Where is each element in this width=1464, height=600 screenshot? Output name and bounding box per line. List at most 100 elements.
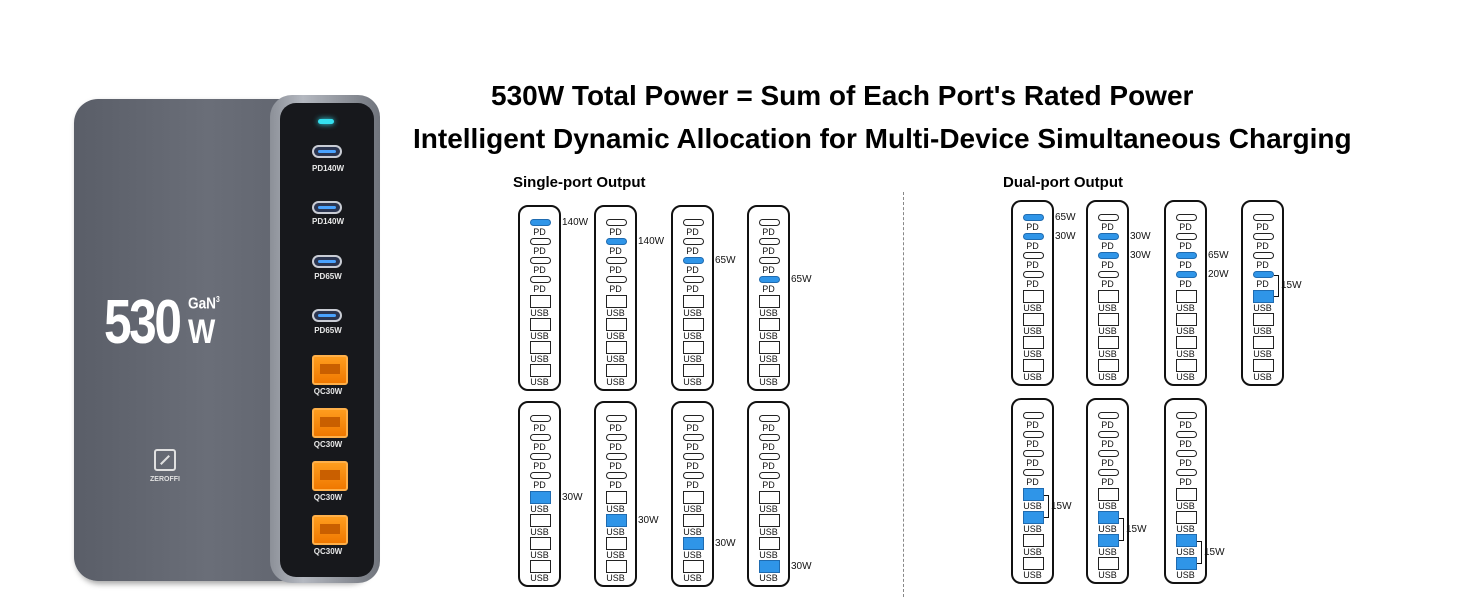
usb-a-slot [606,560,627,573]
slot-label: USB [606,573,625,583]
slot-label: USB [1253,372,1272,382]
slot-label: PD [686,227,699,237]
slot-label: PD [1256,222,1269,232]
usb-c-slot [1176,214,1197,221]
usb-c-slot [606,238,627,245]
slot-label: PD [686,480,699,490]
usb-c-slot [683,219,704,226]
slot-label: PD [609,284,622,294]
slot-label: USB [1176,524,1195,534]
slot-label: USB [759,354,778,364]
slot-label: USB [1176,570,1195,580]
slot-label: PD [1179,477,1192,487]
single-port-title: Single-port Output [513,174,646,191]
usb-c-slot [1253,214,1274,221]
slot-label: PD [1026,260,1039,270]
usb-c-slot [759,453,780,460]
slot-label: PD [686,265,699,275]
usb-c-slot [1023,412,1044,419]
port-label: QC30W [313,440,343,449]
slot-label: PD [609,480,622,490]
usb-c-slot [1253,271,1274,278]
slot-label: USB [683,550,702,560]
port-label: PD140W [311,217,344,226]
slot-label: PD [1256,260,1269,270]
usb-c-slot [683,472,704,479]
slot-label: PD [609,227,622,237]
usb-c-slot [759,472,780,479]
slot-label: USB [606,527,625,537]
usb-a-slot [1253,313,1274,326]
usb-a-slot [759,491,780,504]
usb-a-slot [1023,290,1044,303]
slot-label: USB [1098,303,1117,313]
slot-label: USB [1176,372,1195,382]
usb-a-slot [1098,511,1119,524]
usb-a-slot [759,560,780,573]
usb-a-slot [683,318,704,331]
slot-label: PD [762,442,775,452]
usb-a-slot [1176,511,1197,524]
slot-label: USB [1023,570,1042,580]
slot-label: USB [1176,501,1195,511]
slot-label: PD [1101,458,1114,468]
usb-a-slot [1023,534,1044,547]
usb-c-slot [606,257,627,264]
usb-a-slot [1176,488,1197,501]
usb-a-slot [683,341,704,354]
slot-label: USB [606,550,625,560]
usb-a-slot [1176,290,1197,303]
slot-label: USB [1023,547,1042,557]
usb-c-slot [606,453,627,460]
slot-label: PD [762,246,775,256]
usb-a-slot [530,560,551,573]
port-label: QC30W [313,387,343,396]
usb-c-slot [1023,252,1044,259]
usb-a-slot [1098,534,1119,547]
wattage-label: 30W [562,492,583,503]
slot-label: PD [1101,222,1114,232]
shared-power-bracket [1197,541,1202,564]
slot-label: PD [762,265,775,275]
usb-a-slot [530,491,551,504]
gan-logo: GaN3 [188,295,220,313]
slot-label: PD [1026,458,1039,468]
usb-a-slot [530,295,551,308]
usb-a-slot [1176,359,1197,372]
slot-label: USB [530,550,549,560]
slot-label: PD [686,461,699,471]
usb-a-slot [759,318,780,331]
wattage-label: 30W [1055,231,1076,242]
slot-label: USB [1253,326,1272,336]
slot-label: PD [609,461,622,471]
slot-label: USB [759,527,778,537]
slot-label: USB [759,504,778,514]
slot-label: PD [1101,241,1114,251]
usb-c-slot [759,434,780,441]
slot-label: PD [686,284,699,294]
slot-label: USB [683,377,702,387]
usb-c-slot [530,453,551,460]
wattage-label: 30W [1130,231,1151,242]
slot-label: USB [606,308,625,318]
usb-c-slot [1098,252,1119,259]
slot-label: USB [683,331,702,341]
slot-label: PD [1101,420,1114,430]
slot-label: USB [759,331,778,341]
usb-c-slot [530,434,551,441]
slot-label: PD [1026,477,1039,487]
slot-label: PD [1101,260,1114,270]
usb-c-slot [1098,469,1119,476]
wattage-label: 30W [715,538,736,549]
usb-c-slot [1176,412,1197,419]
slot-label: USB [1176,326,1195,336]
wattage-label: 20W [1208,269,1229,280]
usb-a-slot [1023,359,1044,372]
slot-label: PD [1179,279,1192,289]
usb-c-slot [1176,271,1197,278]
usb-a-slot [1098,290,1119,303]
